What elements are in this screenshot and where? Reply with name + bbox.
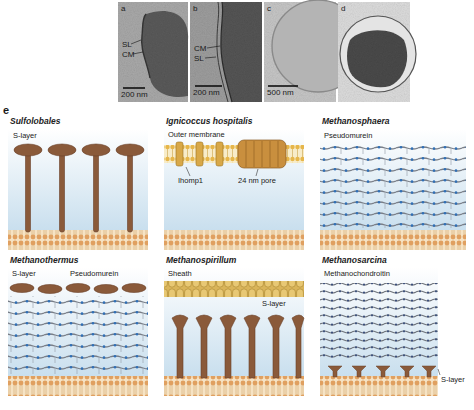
pseudomurein-layer	[8, 296, 148, 374]
part-label: S-layer	[441, 376, 465, 385]
part-label: S-layer	[13, 132, 37, 141]
outer-membrane	[164, 140, 304, 176]
organism-title: Methanosphaera	[322, 117, 390, 127]
part-label: SL	[122, 40, 132, 49]
part-label: Ihomp1	[178, 177, 203, 186]
s-layer-proteins	[14, 144, 144, 232]
cytoplasmic-membranes	[8, 230, 466, 396]
s-layer-proteins	[172, 315, 304, 378]
part-label: S-layer	[12, 270, 36, 279]
leader-line	[438, 369, 440, 375]
organism-title: Methanospirillum	[166, 256, 236, 266]
part-label: c	[267, 4, 271, 13]
part-label: Pseudomurein	[70, 270, 118, 279]
micrograph-a	[118, 2, 188, 102]
part-label: b	[193, 4, 197, 13]
part-label: 24 nm pore	[238, 177, 276, 186]
micrograph-b	[190, 2, 262, 102]
part-label: Sheath	[168, 270, 192, 279]
organism-title: Ignicoccus hospitalis	[166, 117, 252, 127]
pseudomurein-layer	[320, 144, 466, 228]
sheath-layer	[164, 281, 304, 297]
part-label: 500 nm	[267, 88, 294, 97]
s-layer-proteins	[328, 366, 436, 377]
part-label: CM	[194, 44, 206, 53]
panel-letter: e	[3, 104, 9, 117]
part-label: Outer membrane	[168, 131, 225, 140]
methanochondroitin-layer	[320, 283, 438, 361]
organism-title: Sulfolobales	[10, 117, 61, 127]
part-label: Pseudomurein	[324, 132, 372, 141]
part-label: S-layer	[262, 300, 286, 309]
s-layer-ovals	[10, 284, 146, 294]
part-label: Methanochondroitin	[324, 270, 390, 279]
organism-title: Methanothermus	[10, 256, 78, 266]
part-label: d	[341, 4, 345, 13]
panel-backgrounds	[8, 129, 466, 376]
part-label: CM	[122, 50, 134, 59]
part-label: a	[121, 4, 125, 13]
micrograph-d	[338, 2, 416, 102]
organism-title: Methanosarcina	[322, 256, 387, 266]
part-label: SL	[194, 54, 204, 63]
part-label: 200 nm	[121, 90, 148, 99]
part-label: 200 nm	[193, 88, 220, 97]
